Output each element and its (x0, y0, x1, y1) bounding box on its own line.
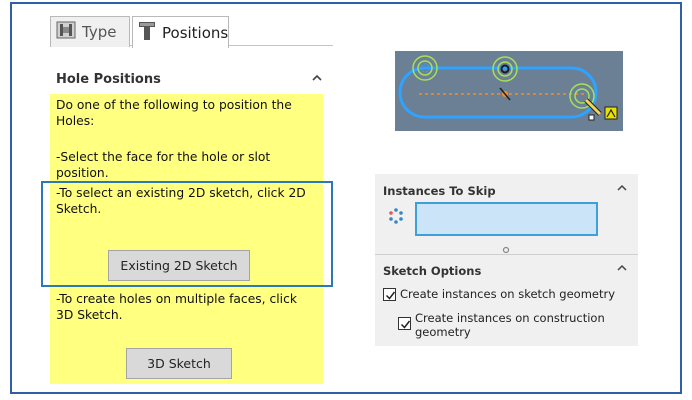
tab-positions[interactable]: Positions (132, 16, 229, 48)
sketch-preview (395, 51, 623, 131)
instances-to-skip-title: Instances To Skip (383, 184, 496, 198)
checkbox-construction-geometry[interactable] (398, 317, 411, 330)
option-construction-geometry[interactable]: Create instances on construction geometr… (398, 311, 633, 339)
help-step-face: -Select the face for the hole or slot po… (56, 150, 271, 180)
instances-to-skip-field[interactable] (415, 202, 598, 236)
skip-instances-icon (387, 207, 405, 229)
hole-marker-left (412, 55, 438, 81)
3d-sketch-button[interactable]: 3D Sketch (126, 348, 232, 379)
sketch-options-title: Sketch Options (383, 264, 482, 278)
chevron-up-icon[interactable] (311, 66, 323, 94)
help-intro: Do one of the following to position the … (56, 98, 292, 128)
tab-positions-label: Positions (162, 23, 229, 42)
slot-sketch-graphic (398, 55, 618, 121)
tab-type-label: Type (82, 23, 117, 41)
hole-positions-title: Hole Positions (56, 72, 161, 87)
hole-marker-right (569, 83, 595, 109)
highlight-callout (41, 181, 333, 287)
pattern-options-panel: Instances To Skip Sketch Options Create … (375, 174, 638, 346)
hole-type-icon (56, 21, 76, 43)
checkbox-sketch-geometry[interactable] (383, 288, 396, 301)
hole-positions-header[interactable]: Hole Positions (50, 66, 333, 94)
tab-type[interactable]: Type (50, 16, 130, 47)
existing-2d-sketch-button[interactable]: Existing 2D Sketch (108, 250, 250, 281)
tab-strip: Type Positions (50, 10, 333, 48)
hole-marker-middle (492, 56, 518, 82)
option-construction-geometry-label: Create instances on construction geometr… (415, 311, 605, 339)
section-divider (375, 254, 638, 255)
coincident-relation-icon (499, 87, 511, 101)
hole-wizard-property-manager: Type Positions Hole Positions Do one of … (50, 10, 333, 386)
option-sketch-geometry-label: Create instances on sketch geometry (400, 287, 616, 301)
option-sketch-geometry[interactable]: Create instances on sketch geometry (383, 287, 633, 301)
hole-positions-icon (138, 21, 156, 45)
chevron-up-icon[interactable] (616, 262, 628, 276)
help-step-2d: -To select an existing 2D sketch, click … (56, 186, 306, 216)
chevron-up-icon[interactable] (616, 182, 628, 196)
help-step-3d: -To create holes on multiple faces, clic… (56, 292, 297, 322)
resize-handle-icon[interactable] (502, 239, 510, 258)
pencil-cursor-icon (584, 98, 618, 121)
hole-positions-help: Do one of the following to position the … (50, 94, 323, 384)
